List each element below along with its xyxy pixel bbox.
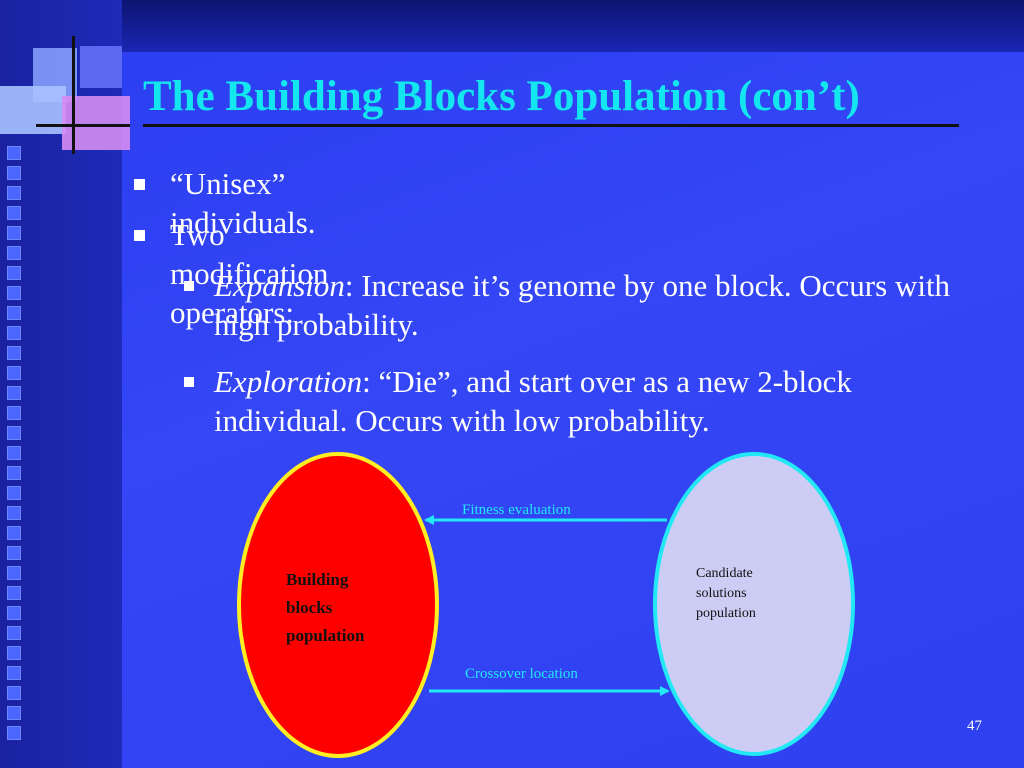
label-line: population (696, 606, 756, 621)
candidate-solutions-ellipse (653, 452, 855, 756)
label-line: population (286, 626, 365, 645)
bullet-text: “Unisex” individuals. (170, 166, 316, 240)
title-underline (143, 124, 959, 127)
sub-bullet-item: Expansion: Increase it’s genome by one b… (184, 266, 974, 344)
building-blocks-label: Building blocks population (286, 566, 364, 650)
bullet-square-icon (134, 230, 145, 241)
label-line: Building (286, 570, 349, 589)
bullet-square-icon (184, 281, 194, 291)
label-line: blocks (286, 598, 333, 617)
fitness-evaluation-label: Fitness evaluation (462, 502, 571, 518)
crosshair-horizontal-line (36, 124, 130, 127)
sub-bullet-term: Exploration (214, 364, 363, 399)
crossover-location-label: Crossover location (465, 666, 578, 682)
building-blocks-ellipse (237, 452, 439, 758)
label-line: Candidate (696, 566, 753, 581)
sub-bullet-text: : “Die”, and start over as a new 2-block… (214, 364, 852, 438)
bullet-square-icon (134, 179, 145, 190)
bullet-item: Two modification operators: (134, 215, 329, 332)
sub-bullet-text: : Increase it’s genome by one block. Occ… (214, 268, 951, 342)
square-column-decoration (7, 146, 23, 746)
bullet-square-icon (184, 377, 194, 387)
candidate-solutions-label: Candidate solutions population (696, 564, 756, 624)
sub-bullet-item: Exploration: “Die”, and start over as a … (184, 362, 974, 440)
page-number: 47 (967, 718, 982, 734)
sub-bullet-term: Expansion (214, 268, 345, 303)
top-decoration-band (122, 0, 1024, 52)
bullet-text: Two modification operators: (170, 217, 329, 330)
bullet-item: “Unisex” individuals. (134, 164, 316, 242)
label-line: solutions (696, 586, 747, 601)
crosshair-vertical-line (72, 36, 75, 154)
slide-title: The Building Blocks Population (con’t) (143, 73, 860, 120)
deco-block (80, 46, 122, 88)
